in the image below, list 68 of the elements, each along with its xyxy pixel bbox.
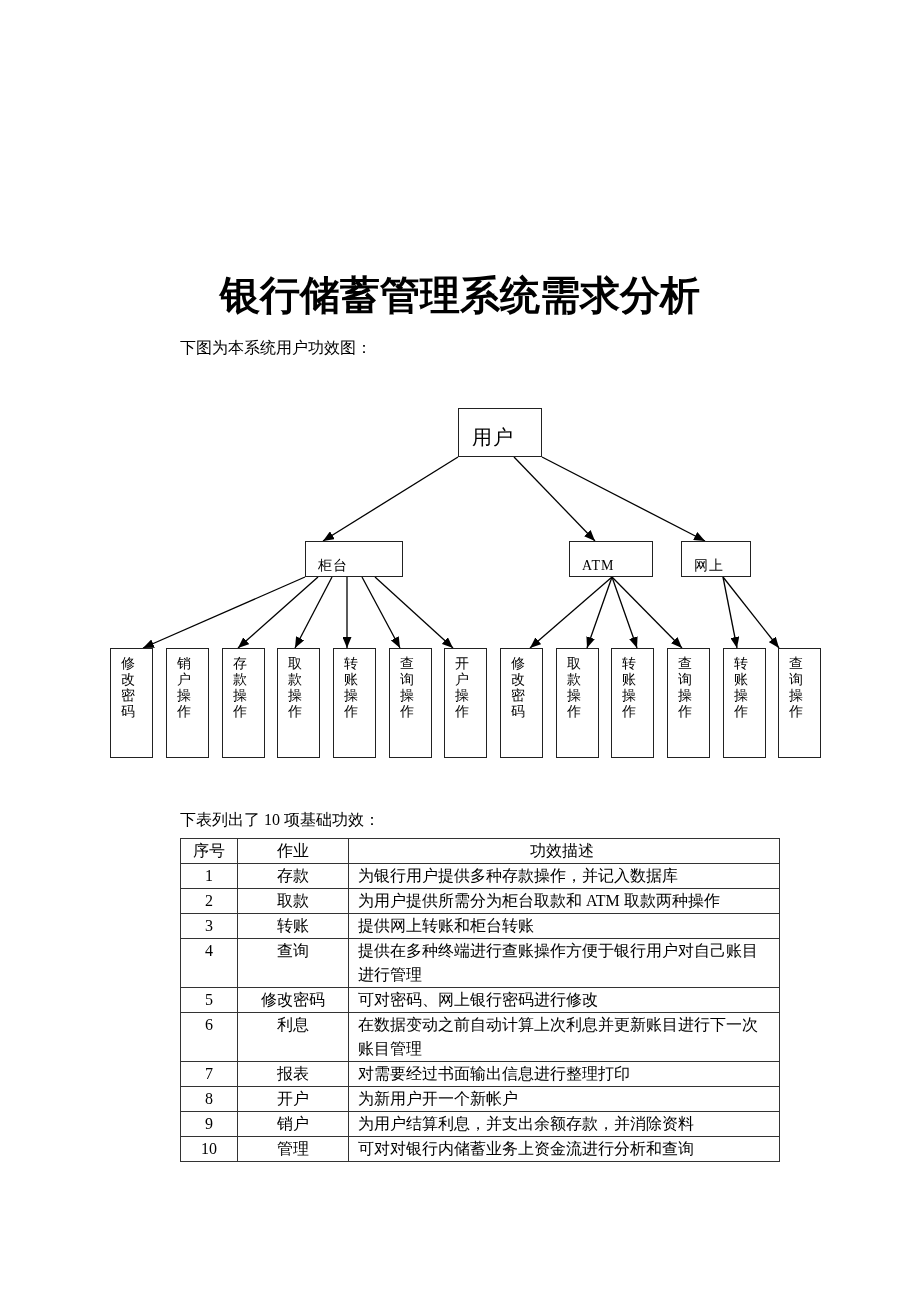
- table-cell: 对需要经过书面输出信息进行整理打印: [348, 1061, 780, 1087]
- arrow: [722, 576, 740, 649]
- arrow: [611, 576, 683, 649]
- table-cell: 提供网上转账和柜台转账: [348, 913, 780, 939]
- intro-text: 下表列出了 10 项基础功效：: [180, 812, 380, 828]
- function-box: 开户操作: [444, 648, 487, 758]
- arrow: [361, 576, 401, 649]
- table-cell: 在数据变动之前自动计算上次利息并更新账目进行下一次账目管理: [348, 1012, 780, 1062]
- function-box: 查询操作: [778, 648, 821, 758]
- function-box: 修改密码: [110, 648, 153, 758]
- table-cell: 5: [180, 987, 238, 1013]
- title: 银行储蓄管理系统需求分析: [220, 276, 700, 316]
- table-cell: 为用户提供所需分为柜台取款和 ATM 取款两种操作: [348, 888, 780, 914]
- arrow: [237, 576, 319, 649]
- table-cell: 3: [180, 913, 238, 939]
- table-cell: 9: [180, 1111, 238, 1137]
- arrow: [513, 456, 596, 542]
- arrow: [294, 576, 333, 649]
- function-box: 修改密码: [500, 648, 543, 758]
- arrow: [374, 576, 454, 649]
- root-box: 用户: [458, 408, 542, 457]
- table-cell: 1: [180, 863, 238, 889]
- table-cell: 为用户结算利息，并支出余额存款，并消除资料: [348, 1111, 780, 1137]
- function-box: 转账操作: [333, 648, 376, 758]
- table-cell: 6: [180, 1012, 238, 1062]
- arrow: [529, 576, 613, 649]
- channel-box: ATM: [569, 541, 653, 577]
- arrow: [541, 456, 706, 542]
- table-cell: 销户: [237, 1111, 349, 1137]
- table-cell: 开户: [237, 1086, 349, 1112]
- table-header-cell: 序号: [180, 838, 238, 864]
- table-cell: 存款: [237, 863, 349, 889]
- arrow: [142, 576, 306, 649]
- table-cell: 转账: [237, 913, 349, 939]
- arrow: [342, 576, 352, 649]
- table-cell: 修改密码: [237, 987, 349, 1013]
- table-cell: 7: [180, 1061, 238, 1087]
- function-box: 查询操作: [389, 648, 432, 758]
- function-box: 销户操作: [166, 648, 209, 758]
- table-cell: 4: [180, 938, 238, 988]
- function-box: 查询操作: [667, 648, 710, 758]
- channel-box: 网上: [681, 541, 751, 577]
- arrow: [586, 576, 613, 649]
- table-cell: 取款: [237, 888, 349, 914]
- arrow: [322, 456, 459, 542]
- table-cell: 为新用户开一个新帐户: [348, 1086, 780, 1112]
- function-box: 转账操作: [723, 648, 766, 758]
- table-cell: 2: [180, 888, 238, 914]
- table-header-cell: 作业: [237, 838, 349, 864]
- arrow: [611, 576, 638, 649]
- table-cell: 管理: [237, 1136, 349, 1162]
- table-cell: 报表: [237, 1061, 349, 1087]
- table-cell: 可对对银行内储蓄业务上资金流进行分析和查询: [348, 1136, 780, 1162]
- arrow: [722, 576, 780, 649]
- function-box: 取款操作: [556, 648, 599, 758]
- table-cell: 10: [180, 1136, 238, 1162]
- table-cell: 可对密码、网上银行密码进行修改: [348, 987, 780, 1013]
- table-header-cell: 功效描述: [348, 838, 780, 864]
- table-cell: 8: [180, 1086, 238, 1112]
- table-cell: 查询: [237, 938, 349, 988]
- function-box: 存款操作: [222, 648, 265, 758]
- function-box: 转账操作: [611, 648, 654, 758]
- table-cell: 为银行用户提供多种存款操作，并记入数据库: [348, 863, 780, 889]
- channel-box: 柜台: [305, 541, 403, 577]
- table-cell: 提供在多种终端进行查账操作方便于银行用户对自己账目进行管理: [348, 938, 780, 988]
- function-box: 取款操作: [277, 648, 320, 758]
- table-cell: 利息: [237, 1012, 349, 1062]
- intro-text: 下图为本系统用户功效图：: [180, 340, 372, 356]
